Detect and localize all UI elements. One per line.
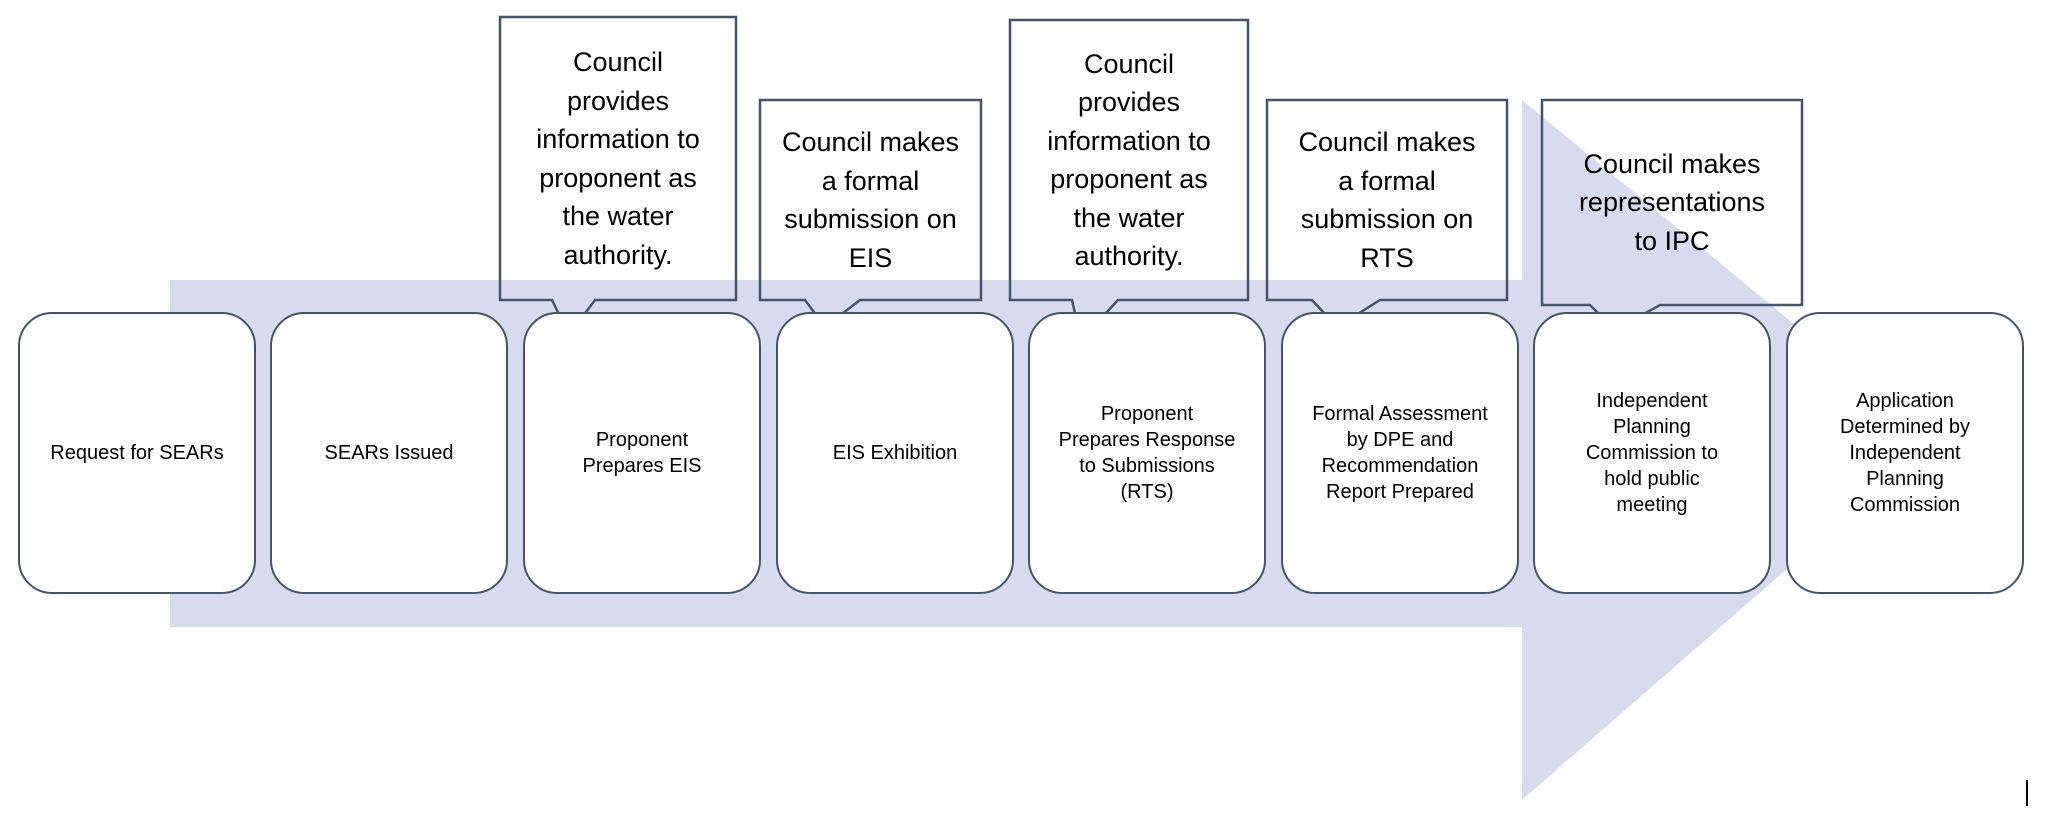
callout-1-text: Council provides information to proponen… bbox=[536, 47, 700, 270]
callout-3-text: Council provides information to proponen… bbox=[1047, 48, 1211, 272]
callout-4-text: Council makes a formal submission on RTS bbox=[1298, 127, 1476, 273]
step-proponent-prepares-eis: Proponent Prepares EIS bbox=[523, 312, 761, 594]
step-formal-assessment: Formal Assessment by DPE and Recommendat… bbox=[1281, 312, 1519, 594]
step-label: Proponent Prepares EIS bbox=[582, 429, 702, 477]
step-label: Independent Planning Commission to hold … bbox=[1585, 390, 1719, 516]
callout-5-text: Council makes representations to IPC bbox=[1578, 148, 1766, 256]
step-label: Formal Assessment by DPE and Recommendat… bbox=[1312, 403, 1488, 503]
step-request-for-sears: Request for SEARs bbox=[18, 312, 256, 594]
step-label: Proponent Prepares Response to Submissio… bbox=[1058, 403, 1236, 503]
step-label: EIS Exhibition bbox=[832, 442, 958, 464]
step-label: SEARs Issued bbox=[324, 442, 454, 464]
step-label: Request for SEARs bbox=[50, 442, 224, 464]
step-ipc-public-meeting: Independent Planning Commission to hold … bbox=[1533, 312, 1771, 594]
text-cursor-mark bbox=[2026, 780, 2028, 806]
step-sears-issued: SEARs Issued bbox=[270, 312, 508, 594]
step-application-determined: Application Determined by Independent Pl… bbox=[1786, 312, 2024, 594]
step-eis-exhibition: EIS Exhibition bbox=[776, 312, 1014, 594]
step-proponent-prepares-rts: Proponent Prepares Response to Submissio… bbox=[1028, 312, 1266, 594]
callout-2-text: Council makes a formal submission on EIS bbox=[781, 127, 960, 273]
step-label: Application Determined by Independent Pl… bbox=[1839, 390, 1971, 516]
